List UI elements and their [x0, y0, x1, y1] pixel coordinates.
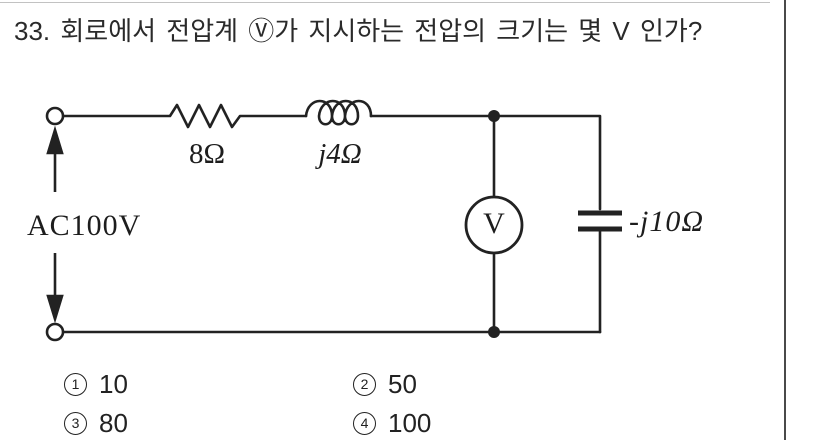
page-top-border-line: [0, 2, 770, 3]
source-arrow-up-head: [46, 125, 64, 155]
top-wire-with-resistor-symbol: [61, 103, 308, 129]
option-3-value: 80: [99, 408, 128, 438]
voltmeter-letter: V: [483, 207, 505, 240]
capacitor-label: -j10Ω: [629, 205, 705, 238]
junction-dot-top: [488, 110, 500, 122]
option-2: 2 50: [353, 371, 417, 397]
option-1-value: 10: [99, 369, 128, 399]
source-terminal-bottom: [45, 322, 65, 342]
page-right-border-line: [784, 0, 786, 440]
option-2-value: 50: [388, 369, 417, 399]
option-2-marker-circle: 2: [353, 372, 376, 396]
voltmeter-circle: [464, 195, 524, 255]
junction-dot-bottom: [488, 326, 500, 338]
source-arrow-down-head: [46, 294, 64, 324]
option-3-marker-circle: 3: [64, 411, 87, 435]
question-title: 33. 회로에서 전압계 Ⓥ가 지시하는 전압의 크기는 몇 V 인가?: [14, 16, 703, 46]
source-terminal-top: [45, 106, 65, 126]
option-4-marker-circle: 4: [353, 411, 376, 435]
ac-source-label: AC100V: [27, 209, 142, 242]
inductor-symbol: [304, 99, 373, 126]
top-wire-right-segment: [369, 114, 602, 211]
option-1: 1 10: [64, 371, 128, 397]
option-4: 4 100: [353, 410, 431, 436]
resistor-label: 8Ω: [188, 138, 226, 170]
option-1-marker-circle: 1: [64, 372, 87, 396]
option-4-value: 100: [388, 408, 432, 438]
inductor-label: j4Ω: [318, 138, 362, 170]
option-3: 3 80: [64, 410, 128, 436]
